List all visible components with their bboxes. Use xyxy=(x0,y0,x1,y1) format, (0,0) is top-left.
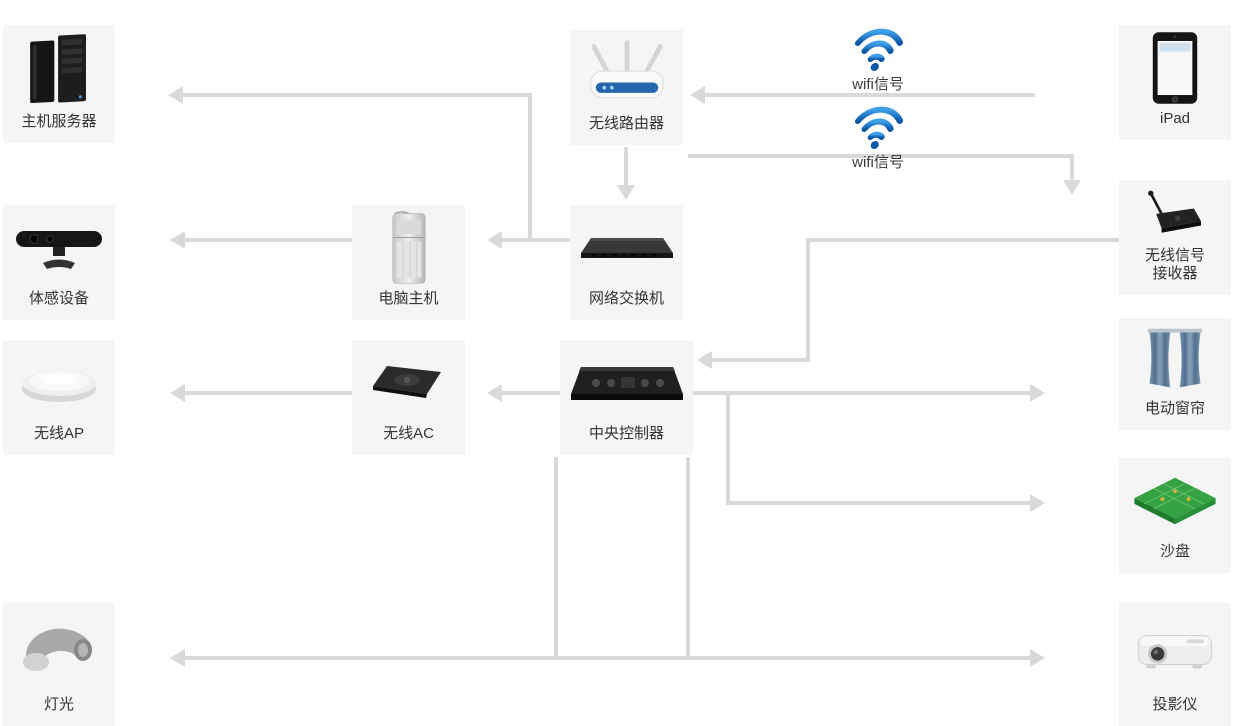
arrowhead-to-sand-table xyxy=(1030,494,1045,512)
edge-receiver-horizontal xyxy=(806,238,1119,242)
wifi-signal-bottom: wifi信号 xyxy=(842,104,914,172)
arrowhead-to-curtain xyxy=(1030,384,1045,402)
tower-pc-icon xyxy=(352,205,465,290)
wifi-label-bottom: wifi信号 xyxy=(852,154,904,171)
node-label-ipad: iPad xyxy=(1159,110,1191,128)
edge-bottom-bus xyxy=(185,656,1030,660)
node-label-wireless-receiver: 无线信号 接收器 xyxy=(1145,247,1205,285)
node-label-wireless-ap: 无线AP xyxy=(33,425,84,443)
node-wireless-receiver: 无线信号 接收器 xyxy=(1119,180,1231,295)
node-central-controller: 中央控制器 xyxy=(560,340,693,455)
arrowhead-to-wireless-ac xyxy=(487,384,502,402)
projector-icon xyxy=(1119,603,1231,696)
server-icon xyxy=(3,25,115,113)
sandbox-icon xyxy=(1119,458,1231,543)
node-computer-host: 电脑主机 xyxy=(352,205,465,320)
edge-ipad-to-router xyxy=(705,93,1035,97)
node-network-switch: 网络交换机 xyxy=(570,205,683,320)
arrowhead-to-wireless-ap xyxy=(170,384,185,402)
arrowhead-to-host-server xyxy=(168,86,183,104)
node-ipad: iPad xyxy=(1119,25,1231,140)
edge-ac-to-ap xyxy=(185,391,352,395)
wifi-signal-top: wifi信号 xyxy=(842,26,914,94)
node-label-host-server: 主机服务器 xyxy=(21,113,97,131)
node-label-motion-sensor: 体感设备 xyxy=(28,290,89,308)
arrowhead-to-router xyxy=(690,86,705,104)
node-label-wireless-ac: 无线AC xyxy=(383,425,434,443)
controller-icon xyxy=(560,340,693,425)
node-label-electric-curtain: 电动窗帘 xyxy=(1144,400,1205,418)
edge-controller-sand-drop xyxy=(726,391,730,505)
wifi-label-top: wifi信号 xyxy=(852,76,904,93)
arrowhead-to-controller xyxy=(697,351,712,369)
edge-controller-bus-right-drop xyxy=(686,457,690,660)
edge-router-to-switch xyxy=(624,147,628,187)
edge-controller-to-sand-table xyxy=(726,501,1030,505)
edge-router-to-receiver-drop xyxy=(1070,154,1074,182)
edge-computer-to-motion-sensor xyxy=(185,238,352,242)
tablet-icon xyxy=(1119,25,1231,110)
node-wireless-ap: 无线AP xyxy=(3,340,115,455)
switch-icon xyxy=(570,205,683,290)
edge-router-drop-segment xyxy=(528,93,532,242)
node-label-wireless-router: 无线路由器 xyxy=(588,115,664,133)
curtain-icon xyxy=(1119,318,1231,400)
arrowhead-to-switch xyxy=(617,185,635,200)
arrowhead-to-computer-host xyxy=(487,231,502,249)
arrowhead-to-lighting xyxy=(170,649,185,667)
ap-disc-icon xyxy=(3,340,115,425)
node-host-server: 主机服务器 xyxy=(3,25,115,143)
node-wireless-ac: 无线AC xyxy=(352,340,465,455)
node-label-sand-table: 沙盘 xyxy=(1159,543,1190,561)
receiver-label-line1: 无线信号 xyxy=(1144,246,1205,264)
edge-router-to-receiver xyxy=(688,154,1074,158)
router-icon xyxy=(570,30,683,115)
node-motion-sensor: 体感设备 xyxy=(3,205,115,320)
arrowhead-to-receiver xyxy=(1063,180,1081,195)
edge-controller-to-curtain xyxy=(693,391,1030,395)
edge-receiver-to-controller xyxy=(712,358,810,362)
receiver-icon xyxy=(1119,180,1231,247)
arrowhead-to-motion-sensor xyxy=(170,231,185,249)
edge-controller-bus-left-drop xyxy=(554,457,558,660)
node-lighting: 灯光 xyxy=(3,603,115,726)
kinect-icon xyxy=(3,205,115,290)
node-label-network-switch: 网络交换机 xyxy=(588,290,664,308)
node-label-projector: 投影仪 xyxy=(1152,696,1198,714)
edge-receiver-drop xyxy=(806,238,810,362)
arrowhead-to-projector xyxy=(1030,649,1045,667)
edge-controller-to-ac xyxy=(502,391,560,395)
node-label-lighting: 灯光 xyxy=(43,696,74,714)
ac-device-icon xyxy=(352,340,465,425)
wifi-icon xyxy=(854,106,904,149)
receiver-label-line2: 接收器 xyxy=(1152,265,1198,283)
node-wireless-router: 无线路由器 xyxy=(570,30,683,145)
node-label-computer-host: 电脑主机 xyxy=(378,290,439,308)
light-icon xyxy=(3,603,115,696)
edge-router-to-host-server xyxy=(183,93,532,97)
node-sand-table: 沙盘 xyxy=(1119,458,1231,573)
node-projector: 投影仪 xyxy=(1119,603,1231,726)
node-electric-curtain: 电动窗帘 xyxy=(1119,318,1231,430)
node-label-central-controller: 中央控制器 xyxy=(588,425,664,443)
wifi-icon xyxy=(854,28,904,71)
edge-switch-to-computer xyxy=(502,238,570,242)
